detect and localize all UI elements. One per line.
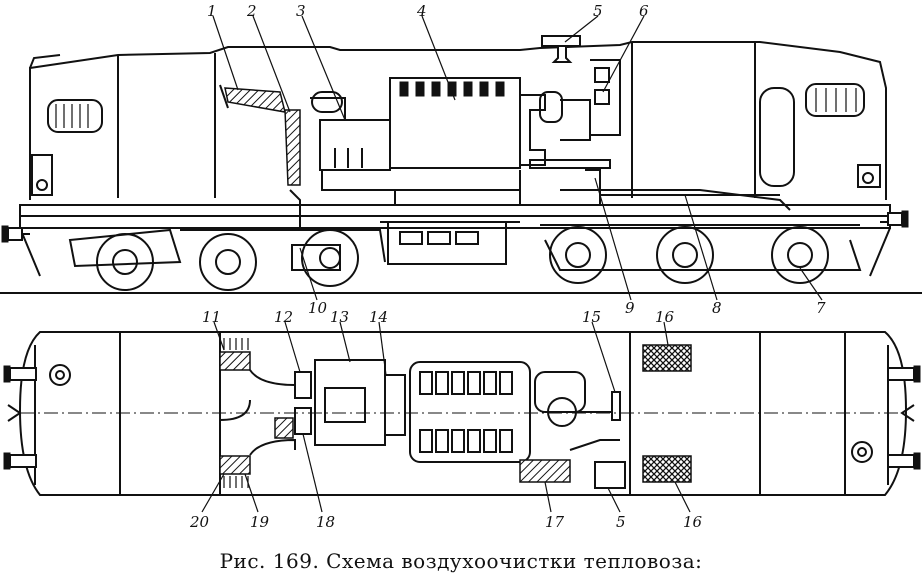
air-filter-12 (294, 371, 312, 399)
engine-cylinders-plan (419, 371, 513, 453)
part-labels: 1 2 3 4 5 6 7 8 9 10 11 12 13 14 15 16 1… (189, 2, 826, 531)
intake-duct-1 (224, 87, 287, 113)
wheel (549, 226, 607, 284)
intake-arrows-top (223, 338, 249, 350)
label-4: 4 (416, 2, 427, 20)
label-12: 12 (274, 308, 293, 326)
diesel-locomotive-air-cleaning-diagram: 1 2 3 4 5 6 7 8 9 10 11 12 13 14 15 16 1… (0, 2, 922, 531)
label-8: 8 (712, 299, 722, 317)
engine-cylinders-top (399, 81, 505, 97)
air-filter-18 (294, 407, 312, 435)
plan-view (3, 331, 921, 496)
duct-lower (249, 438, 296, 456)
front-bogie (68, 228, 386, 291)
buffer-right (887, 210, 909, 228)
engine-plan (409, 361, 531, 463)
label-6-plan: 5 (616, 513, 626, 531)
buffer-left (1, 225, 23, 243)
label-15: 15 (582, 308, 601, 326)
side-view (0, 35, 922, 294)
duct-upper (249, 369, 296, 387)
traction-generator (319, 119, 391, 171)
air-filter-6 (594, 89, 610, 105)
plan-buffers (3, 365, 921, 470)
label-2: 2 (246, 2, 257, 20)
louvre-panel-16-bottom (642, 455, 692, 483)
air-inlet-19 (219, 455, 251, 475)
label-6: 6 (639, 2, 649, 20)
label-20: 20 (189, 513, 210, 531)
cab-door-left (31, 154, 53, 196)
wheel (96, 233, 154, 291)
label-13: 13 (330, 308, 349, 326)
label-14: 14 (369, 308, 388, 326)
wheel (656, 226, 714, 284)
radiator-17 (519, 459, 571, 483)
label-11: 11 (202, 308, 221, 326)
hand-brake-wheel (49, 364, 71, 386)
rear-bogie (540, 224, 862, 284)
label-5: 5 (593, 2, 603, 20)
label-10: 10 (308, 299, 328, 317)
wheel (199, 233, 257, 291)
side-door-right (759, 87, 795, 187)
filter-15 (611, 391, 621, 421)
cab-window-left (47, 99, 103, 133)
label-19: 19 (250, 513, 270, 531)
air-inlet-11 (219, 351, 251, 371)
wheel (771, 226, 829, 284)
intake-arrows-bottom (223, 476, 249, 488)
intake-duct-2 (284, 109, 301, 186)
label-18: 18 (316, 513, 335, 531)
label-9: 9 (625, 299, 635, 317)
label-16-bottom: 16 (683, 513, 703, 531)
label-1: 1 (207, 2, 217, 20)
figure-caption: Рис. 169. Схема воздухоочистки тепловоза… (219, 549, 703, 573)
cab-door-right (857, 164, 881, 188)
exhaust-cap (541, 35, 581, 47)
label-17: 17 (545, 513, 565, 531)
main-frame (19, 204, 891, 229)
label-16-top: 16 (655, 308, 675, 326)
leader-lines (201, 15, 823, 513)
cab-window-right (805, 83, 865, 117)
wheel (301, 229, 359, 287)
duct-hatched (274, 417, 294, 439)
label-3: 3 (296, 2, 306, 20)
label-7: 7 (816, 299, 826, 317)
locomotive-body-outline (29, 41, 887, 200)
air-filter-6-plan (594, 461, 626, 489)
louvre-panel-16-top (642, 344, 692, 372)
